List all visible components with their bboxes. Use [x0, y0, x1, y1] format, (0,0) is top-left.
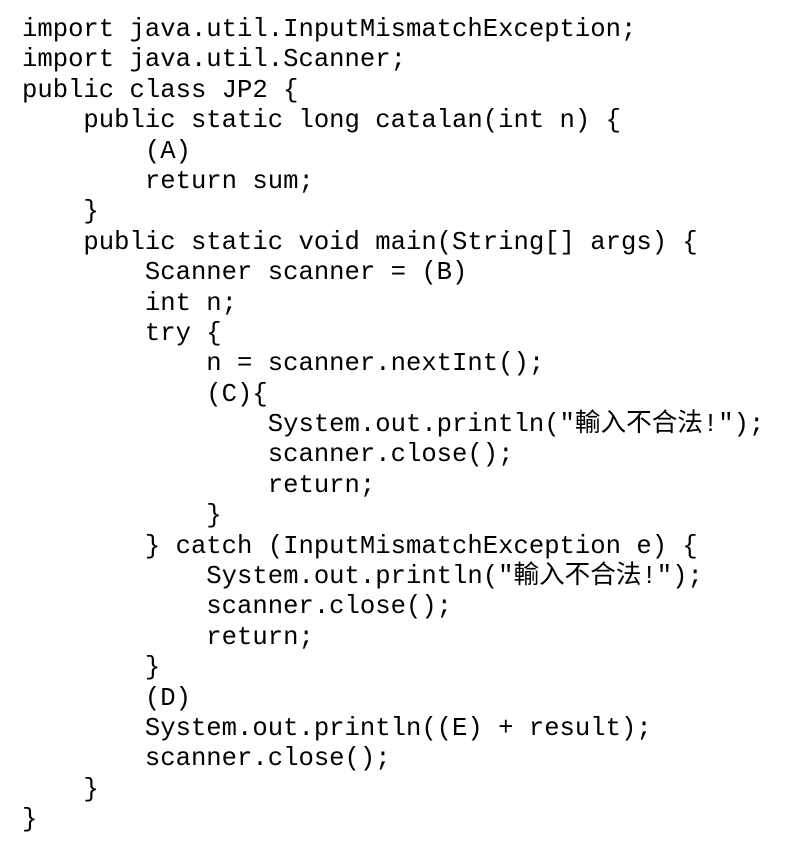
- code-line: public static void main(String[] args) {: [22, 227, 698, 257]
- code-line: (C){: [22, 379, 268, 409]
- code-line: try {: [22, 318, 222, 348]
- code-line: return;: [22, 622, 314, 652]
- code-line: }: [22, 805, 38, 835]
- code-line: int n;: [22, 288, 238, 318]
- code-line: import java.util.Scanner;: [22, 45, 406, 75]
- code-line: scanner.close();: [22, 744, 391, 774]
- code-listing: import java.util.InputMismatchException;…: [22, 15, 764, 836]
- code-line: import java.util.InputMismatchException;: [22, 15, 637, 44]
- code-line: }: [22, 501, 222, 531]
- code-line: }: [22, 197, 99, 227]
- code-line: public class JP2 {: [22, 75, 299, 105]
- code-line: }: [22, 774, 99, 804]
- code-line: scanner.close();: [22, 440, 514, 470]
- code-line: System.out.println((E) + result);: [22, 713, 652, 743]
- code-line: Scanner scanner = (B): [22, 258, 468, 288]
- code-line: (D): [22, 683, 191, 713]
- code-line: public static long catalan(int n) {: [22, 106, 621, 136]
- code-line: System.out.println("輸入不合法!");: [22, 410, 765, 440]
- code-line: } catch (InputMismatchException e) {: [22, 531, 698, 561]
- code-line: System.out.println("輸入不合法!");: [22, 562, 703, 592]
- code-line: (A): [22, 136, 191, 166]
- code-line: }: [22, 653, 161, 683]
- code-line: return sum;: [22, 166, 314, 196]
- code-line: scanner.close();: [22, 592, 453, 622]
- code-line: n = scanner.nextInt();: [22, 349, 545, 379]
- code-line: return;: [22, 470, 376, 500]
